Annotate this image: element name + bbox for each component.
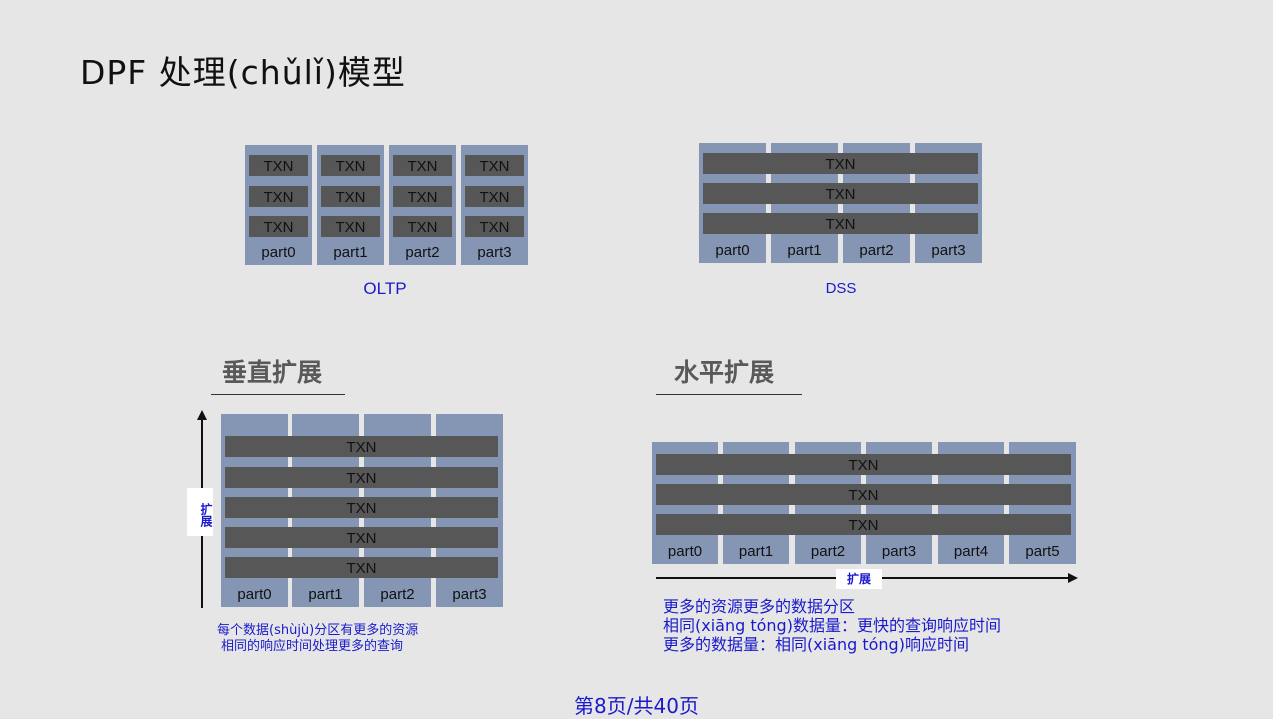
horizontal-note-line: 更多的资源更多的数据分区 xyxy=(663,597,856,616)
txn-block: TXN xyxy=(321,216,380,237)
partition-label: part1 xyxy=(308,586,343,603)
dss-caption: DSS xyxy=(825,280,857,297)
heading-underline xyxy=(656,394,802,395)
txn-block: TXN xyxy=(656,484,1071,505)
vertical-note-line: 每个数据(shùjù)分区有更多的资源 xyxy=(217,623,419,638)
txn-block: TXN xyxy=(225,497,498,518)
txn-block: TXN xyxy=(393,216,452,237)
partition-label: part1 xyxy=(738,543,774,560)
partition-label: part3 xyxy=(452,586,487,603)
partition-label: part5 xyxy=(1025,543,1060,560)
vertical-note-line: 相同的响应时间处理更多的查询 xyxy=(221,639,404,654)
partition-label: part2 xyxy=(380,586,415,603)
txn-block: TXN xyxy=(225,467,498,488)
horizontal-heading: 水平扩展 xyxy=(674,358,775,387)
partition-label: part3 xyxy=(931,242,966,259)
partition-label: part2 xyxy=(405,244,440,261)
horizontal-note-line: 相同(xiāng tóng)数据量：更快的查询响应时间 xyxy=(663,616,1001,635)
txn-block: TXN xyxy=(703,213,978,234)
txn-block: TXN xyxy=(225,527,498,548)
partition-label: part2 xyxy=(810,543,846,560)
vertical-heading: 垂直扩展 xyxy=(222,358,323,387)
txn-block: TXN xyxy=(656,514,1071,535)
txn-block: TXN xyxy=(393,186,452,207)
txn-block: TXN xyxy=(465,155,524,176)
partition-label: part1 xyxy=(333,244,368,261)
partition-label: part0 xyxy=(237,586,272,603)
txn-block: TXN xyxy=(249,155,308,176)
txn-block: TXN xyxy=(321,155,380,176)
txn-block: TXN xyxy=(703,183,978,204)
txn-block: TXN xyxy=(465,216,524,237)
txn-block: TXN xyxy=(249,186,308,207)
page-number: 第8页/共40页 xyxy=(574,694,699,718)
axis-label: 扩展 xyxy=(836,569,882,589)
oltp-caption: OLTP xyxy=(363,279,407,298)
partition-label: part3 xyxy=(881,543,917,560)
txn-block: TXN xyxy=(249,216,308,237)
horizontal-note-line: 更多的数据量：相同(xiāng tóng)响应时间 xyxy=(663,635,969,654)
heading-underline xyxy=(211,394,345,395)
partition-label: part0 xyxy=(261,244,296,261)
txn-block: TXN xyxy=(225,557,498,578)
partition-label: part1 xyxy=(787,242,822,259)
partition-label: part3 xyxy=(477,244,512,261)
txn-block: TXN xyxy=(465,186,524,207)
page-title: DPF 处理(chǔlǐ)模型 xyxy=(80,53,406,92)
txn-block: TXN xyxy=(393,155,452,176)
partition-label: part2 xyxy=(859,242,894,259)
txn-block: TXN xyxy=(321,186,380,207)
partition-label: part0 xyxy=(667,543,703,560)
txn-block: TXN xyxy=(703,153,978,174)
partition-label: part0 xyxy=(715,242,750,259)
axis-label: 扩展 xyxy=(187,488,213,536)
txn-block: TXN xyxy=(656,454,1071,475)
txn-block: TXN xyxy=(225,436,498,457)
partition-label: part4 xyxy=(953,543,989,560)
